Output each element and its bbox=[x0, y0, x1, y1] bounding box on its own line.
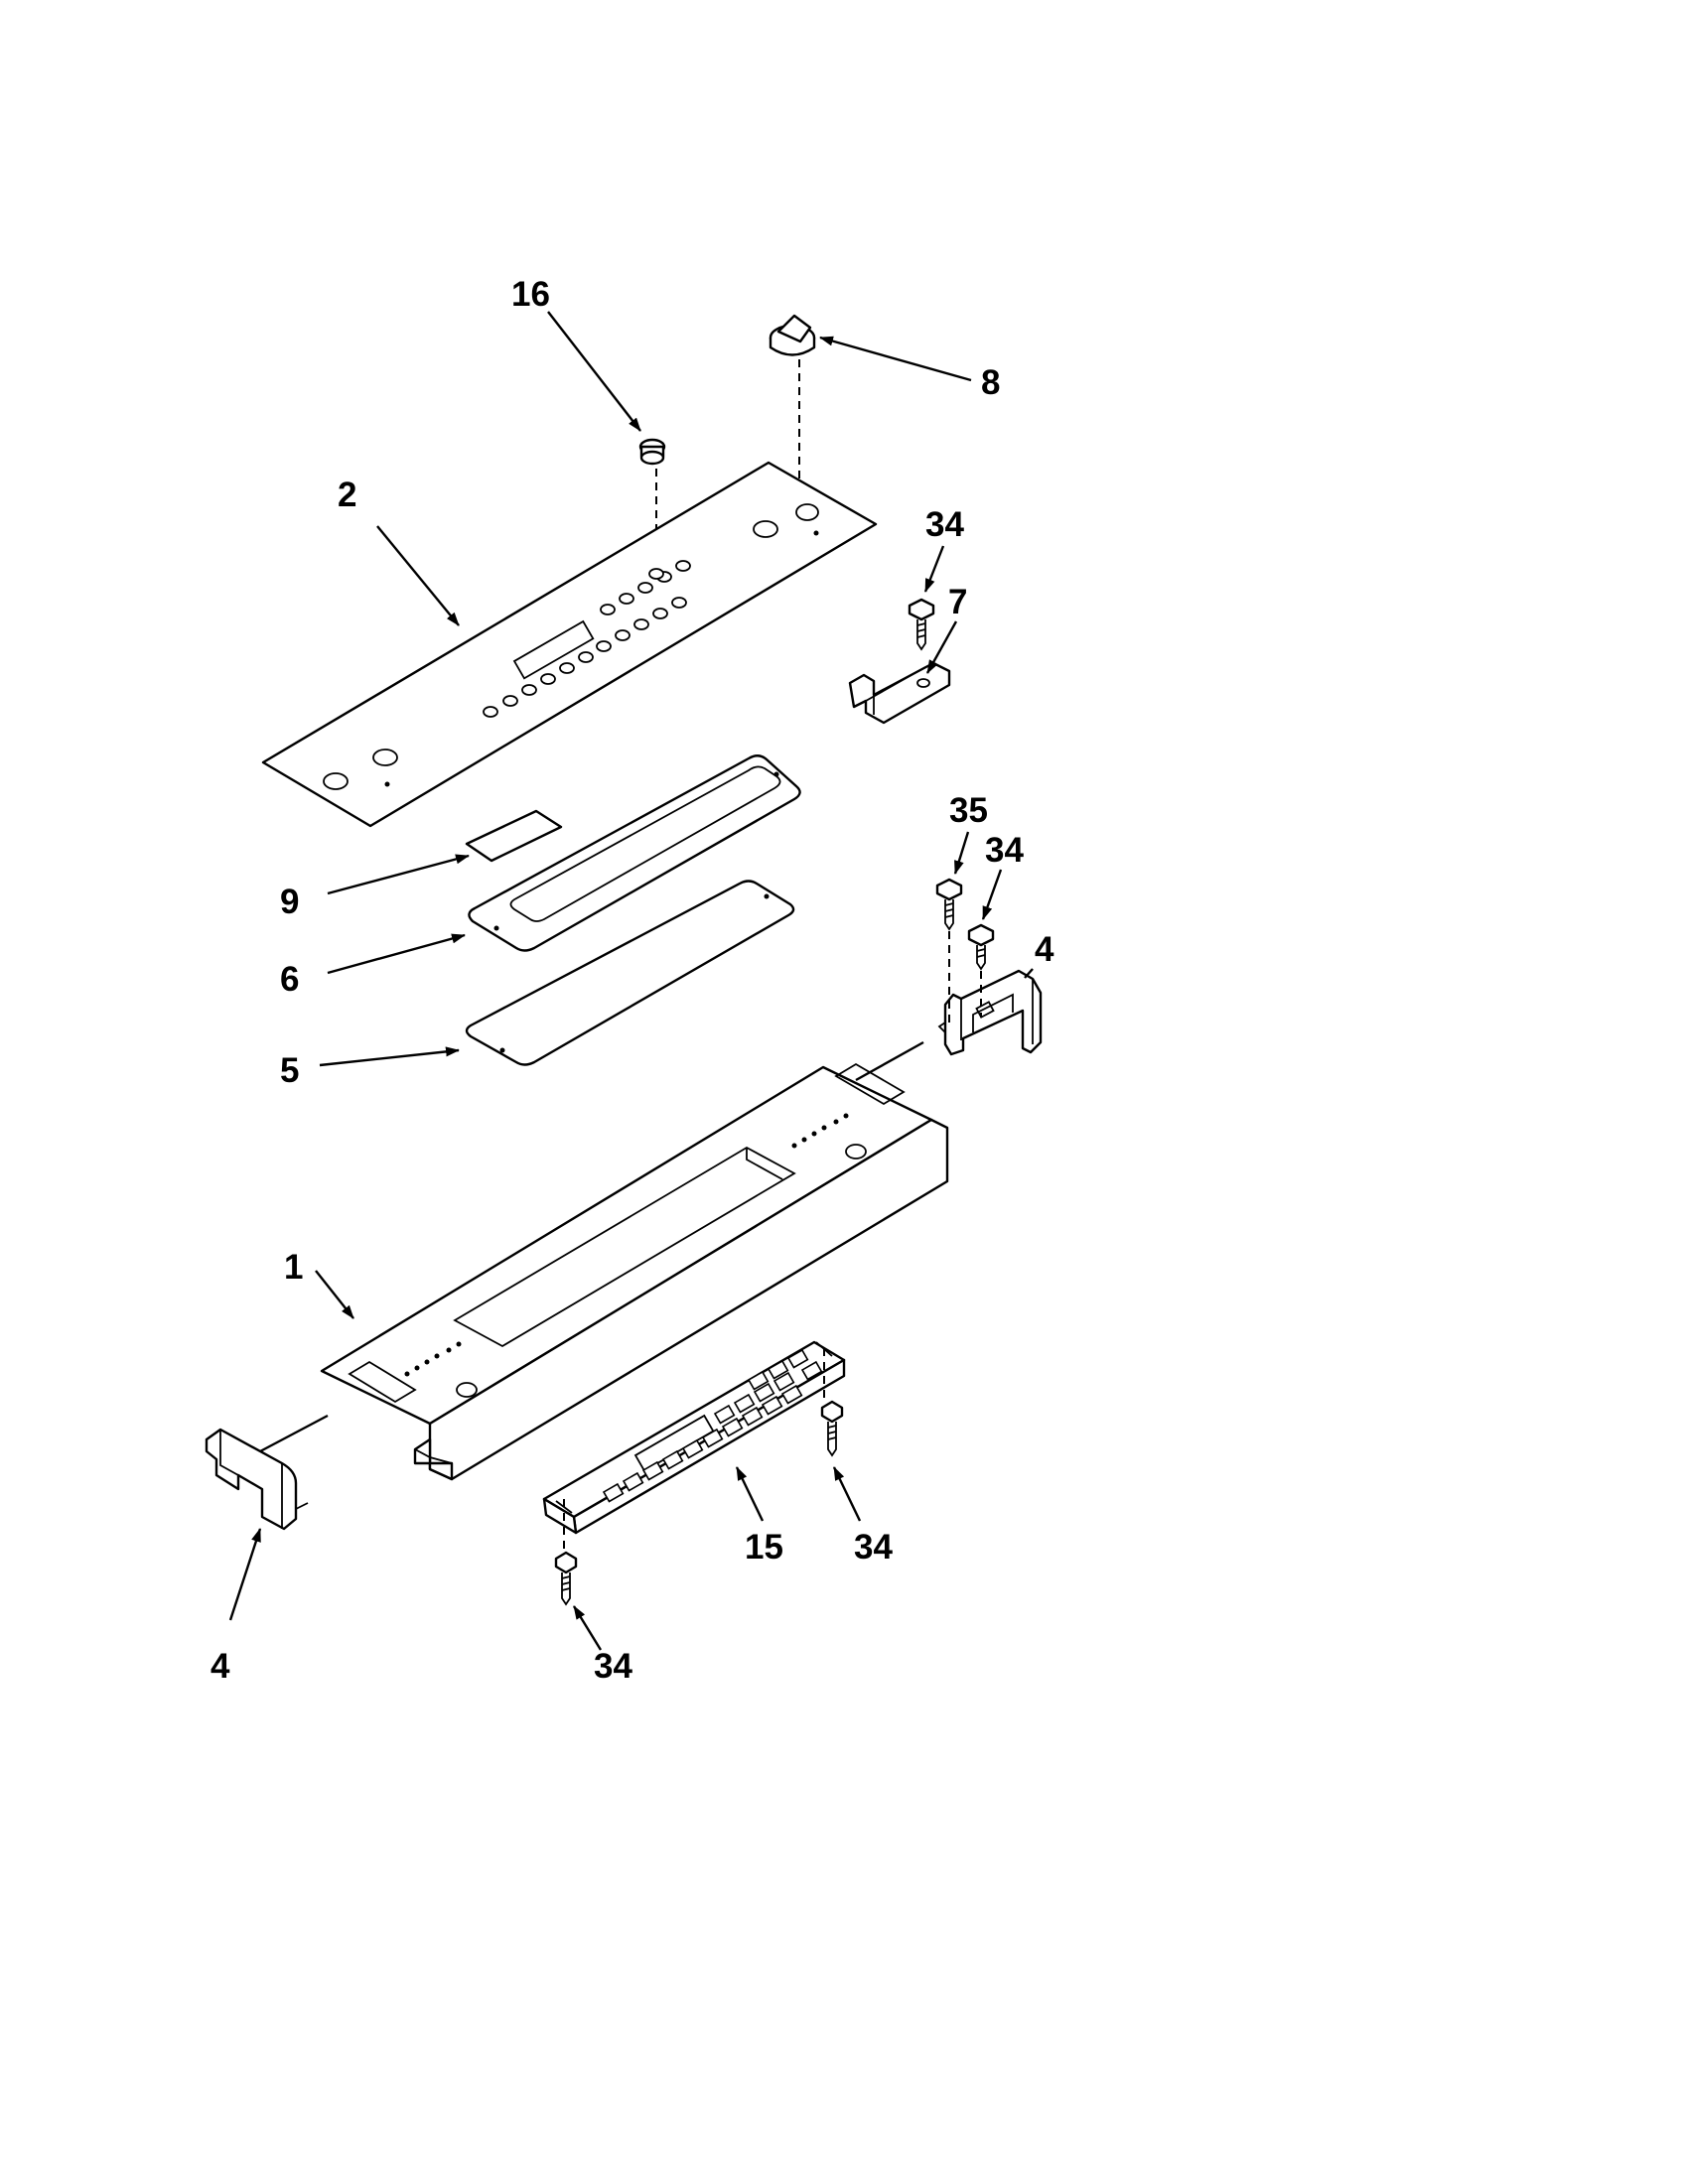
part-15-control-board bbox=[542, 1340, 846, 1549]
callout-5: 5 bbox=[280, 1051, 299, 1090]
part-4-left-end-cap bbox=[205, 1428, 309, 1531]
part-4-right-end-cap bbox=[937, 969, 1043, 1056]
screw-34-right bbox=[967, 923, 995, 1018]
callout-9: 9 bbox=[280, 883, 299, 921]
part-8-knob bbox=[769, 314, 816, 496]
callouts: 16 8 2 34 7 35 34 4 9 6 5 1 15 34 4 34 bbox=[210, 275, 1054, 1686]
callout-34-bracket: 34 bbox=[925, 505, 964, 544]
screw-35 bbox=[935, 878, 963, 1023]
board-buttons bbox=[602, 1348, 823, 1503]
callout-8: 8 bbox=[981, 363, 1000, 402]
screw-34-board-right bbox=[820, 1400, 844, 1457]
callout-34-bottom: 34 bbox=[594, 1647, 632, 1686]
callout-6: 6 bbox=[280, 960, 299, 999]
callout-15: 15 bbox=[745, 1528, 783, 1567]
panel-holes bbox=[323, 503, 819, 790]
screw-34-board-left bbox=[554, 1551, 578, 1606]
part-2-control-panel bbox=[261, 461, 878, 828]
part-5-backing-sheet bbox=[465, 880, 795, 1066]
callout-34-end-cap: 34 bbox=[985, 831, 1024, 870]
callout-4-right: 4 bbox=[1035, 930, 1054, 969]
callout-2: 2 bbox=[338, 476, 356, 514]
leader-lines bbox=[228, 311, 1034, 1651]
screw-34-top bbox=[908, 598, 935, 651]
part-7-bracket bbox=[848, 661, 951, 725]
part-1-console-housing bbox=[320, 1062, 949, 1481]
callout-4-left: 4 bbox=[210, 1647, 230, 1686]
part-9-window bbox=[465, 809, 563, 863]
part-16-button bbox=[638, 438, 666, 566]
callout-1: 1 bbox=[284, 1248, 303, 1287]
indicator-dots-right bbox=[791, 1113, 849, 1149]
callout-7: 7 bbox=[948, 583, 967, 621]
callout-35: 35 bbox=[949, 791, 988, 830]
callout-16: 16 bbox=[511, 275, 550, 314]
part-6-gasket bbox=[468, 754, 801, 952]
callout-34-board: 34 bbox=[854, 1528, 893, 1567]
indicator-dots-left bbox=[404, 1341, 462, 1377]
